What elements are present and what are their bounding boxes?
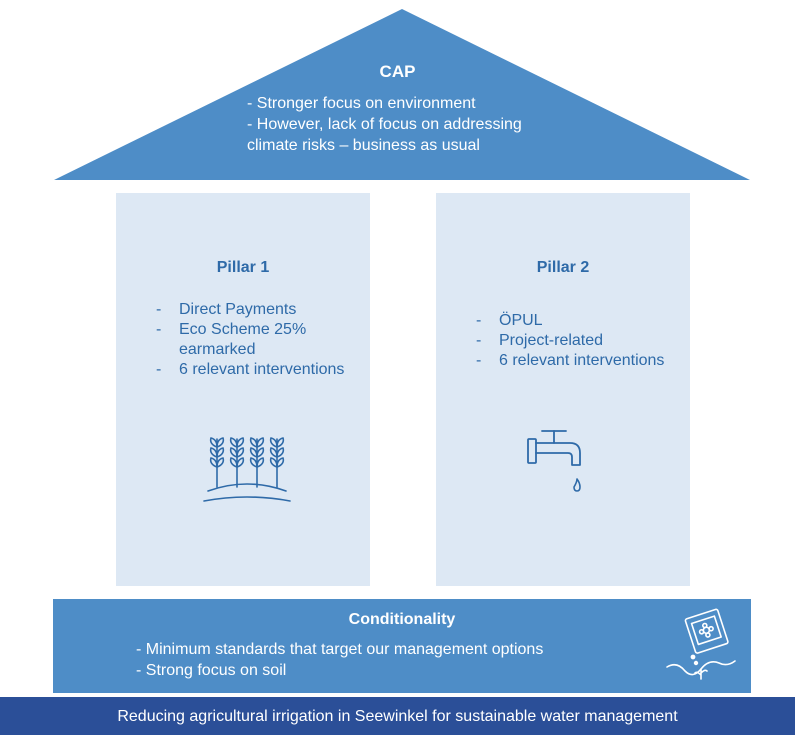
roof-line: - Stronger focus on environment	[247, 95, 476, 112]
pillar-2: Pillar 2 ÖPUL Project-related 6 relevant…	[436, 193, 690, 586]
pillar-2-list: ÖPUL Project-related 6 relevant interven…	[476, 311, 676, 371]
pillar-1: Pillar 1 Direct Payments Eco Scheme 25% …	[116, 193, 370, 586]
pillar-1-list: Direct Payments Eco Scheme 25% earmarked…	[156, 300, 356, 380]
roof-title: CAP	[379, 62, 416, 81]
seed-packet-icon	[666, 608, 736, 680]
list-item: Direct Payments	[156, 300, 356, 320]
conditionality-text: - Minimum standards that target our mana…	[136, 639, 676, 681]
conditionality-band: Conditionality - Minimum standards that …	[53, 599, 751, 693]
roof-line: climate risks – business as usual	[247, 137, 480, 154]
list-item: Eco Scheme 25% earmarked	[156, 320, 356, 360]
conditionality-title: Conditionality	[348, 611, 456, 628]
pillar-1-title: Pillar 1	[216, 259, 270, 276]
foundation-band: Reducing agricultural irrigation in Seew…	[0, 697, 795, 735]
list-item: ÖPUL	[476, 311, 676, 331]
water-tap-icon	[527, 430, 581, 492]
list-item: 6 relevant interventions	[476, 351, 676, 371]
roof-triangle	[54, 9, 750, 180]
roof-line: - However, lack of focus on addressing	[247, 116, 522, 133]
list-item: 6 relevant interventions	[156, 360, 356, 380]
pillar-2-title: Pillar 2	[536, 259, 590, 276]
conditionality-line: - Strong focus on soil	[136, 662, 287, 679]
wheat-icon	[203, 437, 291, 502]
foundation-text: Reducing agricultural irrigation in Seew…	[117, 708, 678, 725]
conditionality-line: - Minimum standards that target our mana…	[136, 641, 544, 658]
list-item: Project-related	[476, 331, 676, 351]
roof-text: - Stronger focus on environment - Howeve…	[247, 93, 647, 156]
